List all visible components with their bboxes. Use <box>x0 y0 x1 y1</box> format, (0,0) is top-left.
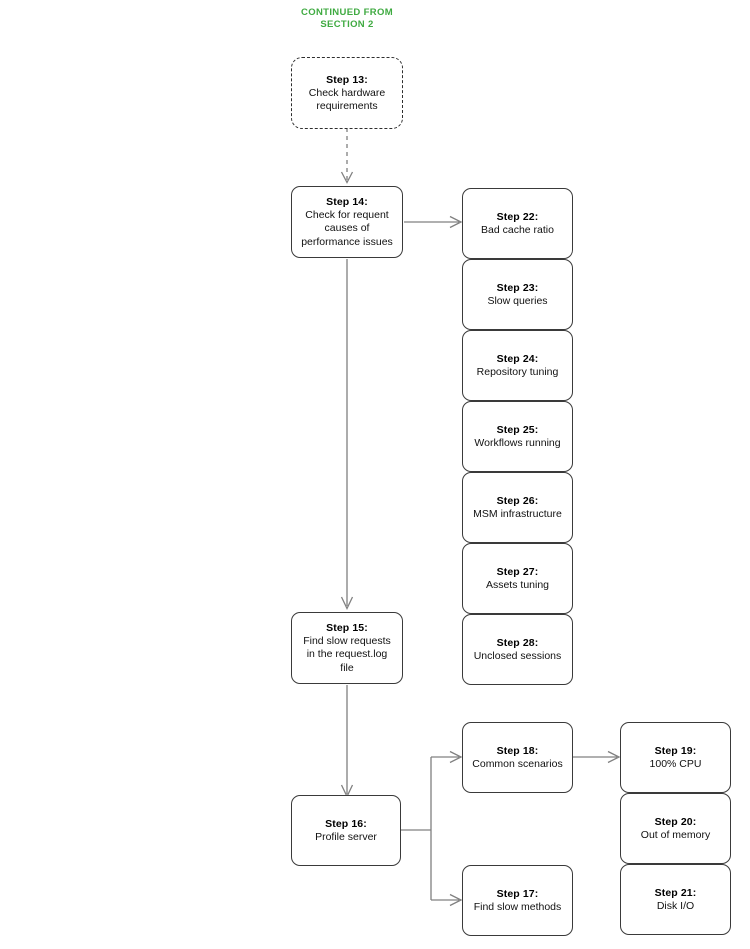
node-step-18[interactable]: Step 18: Common scenarios <box>462 722 573 793</box>
node-step-20-title: Step 20: <box>654 815 697 828</box>
node-step-21[interactable]: Step 21: Disk I/O <box>620 864 731 935</box>
edge-step18-to-step19 <box>573 750 621 764</box>
node-step-22-title: Step 22: <box>496 210 539 223</box>
node-step-25-body: Workflows running <box>474 436 561 449</box>
node-step-27[interactable]: Step 27: Assets tuning <box>462 543 573 614</box>
node-step-13-body: Check hardware requirements <box>308 86 386 113</box>
node-step-20-body: Out of memory <box>640 828 711 841</box>
node-step-27-title: Step 27: <box>496 565 539 578</box>
node-step-23-body: Slow queries <box>487 294 548 307</box>
node-step-16-body: Profile server <box>315 830 377 843</box>
node-step-20[interactable]: Step 20: Out of memory <box>620 793 731 864</box>
node-step-13-title: Step 13: <box>326 73 368 86</box>
node-step-21-body: Disk I/O <box>656 899 695 912</box>
node-step-24-title: Step 24: <box>496 352 539 365</box>
edge-step14-to-step22 <box>404 215 463 229</box>
node-step-17[interactable]: Step 17: Find slow methods <box>462 865 573 936</box>
edge-step16-branch <box>401 757 432 900</box>
node-step-21-title: Step 21: <box>654 886 697 899</box>
node-step-24[interactable]: Step 24: Repository tuning <box>462 330 573 401</box>
node-step-18-title: Step 18: <box>496 744 539 757</box>
node-step-26-body: MSM infrastructure <box>473 507 562 520</box>
node-step-17-title: Step 17: <box>496 887 539 900</box>
node-step-19[interactable]: Step 19: 100% CPU <box>620 722 731 793</box>
edge-step15-to-step16 <box>340 685 354 799</box>
node-step-26-title: Step 26: <box>496 494 539 507</box>
node-step-19-title: Step 19: <box>654 744 697 757</box>
node-step-15-title: Step 15: <box>326 621 368 634</box>
node-step-23[interactable]: Step 23: Slow queries <box>462 259 573 330</box>
node-step-25[interactable]: Step 25: Workflows running <box>462 401 573 472</box>
node-step-19-body: 100% CPU <box>649 757 702 770</box>
node-step-23-title: Step 23: <box>496 281 539 294</box>
node-step-16-title: Step 16: <box>325 817 367 830</box>
edge-step13-to-step14 <box>340 128 354 184</box>
edge-step16-to-step17 <box>431 893 463 907</box>
node-step-25-title: Step 25: <box>496 423 539 436</box>
node-step-22-body: Bad cache ratio <box>481 223 554 236</box>
section-header-line2: SECTION 2 <box>320 19 374 30</box>
edge-step14-to-step15 <box>340 259 354 611</box>
node-step-13[interactable]: Step 13: Check hardware requirements <box>291 57 403 129</box>
node-step-27-body: Assets tuning <box>485 578 550 591</box>
node-step-15-body: Find slow requests in the request.log fi… <box>303 634 391 674</box>
node-step-16[interactable]: Step 16: Profile server <box>291 795 401 866</box>
node-step-17-body: Find slow methods <box>473 900 562 913</box>
node-step-24-body: Repository tuning <box>476 365 559 378</box>
node-step-28-body: Unclosed sessions <box>473 649 562 662</box>
node-step-22[interactable]: Step 22: Bad cache ratio <box>462 188 573 259</box>
node-step-18-body: Common scenarios <box>472 757 563 770</box>
node-step-15[interactable]: Step 15: Find slow requests in the reque… <box>291 612 403 684</box>
node-step-28[interactable]: Step 28: Unclosed sessions <box>462 614 573 685</box>
node-step-14[interactable]: Step 14: Check for requent causes of per… <box>291 186 403 258</box>
node-step-26[interactable]: Step 26: MSM infrastructure <box>462 472 573 543</box>
node-step-14-title: Step 14: <box>326 195 368 208</box>
section-header-line1: CONTINUED FROM <box>301 7 393 18</box>
edge-step16-to-step18 <box>431 750 463 764</box>
section-header: CONTINUED FROM SECTION 2 <box>277 7 417 31</box>
node-step-28-title: Step 28: <box>496 636 539 649</box>
node-step-14-body: Check for requent causes of performance … <box>301 208 393 248</box>
